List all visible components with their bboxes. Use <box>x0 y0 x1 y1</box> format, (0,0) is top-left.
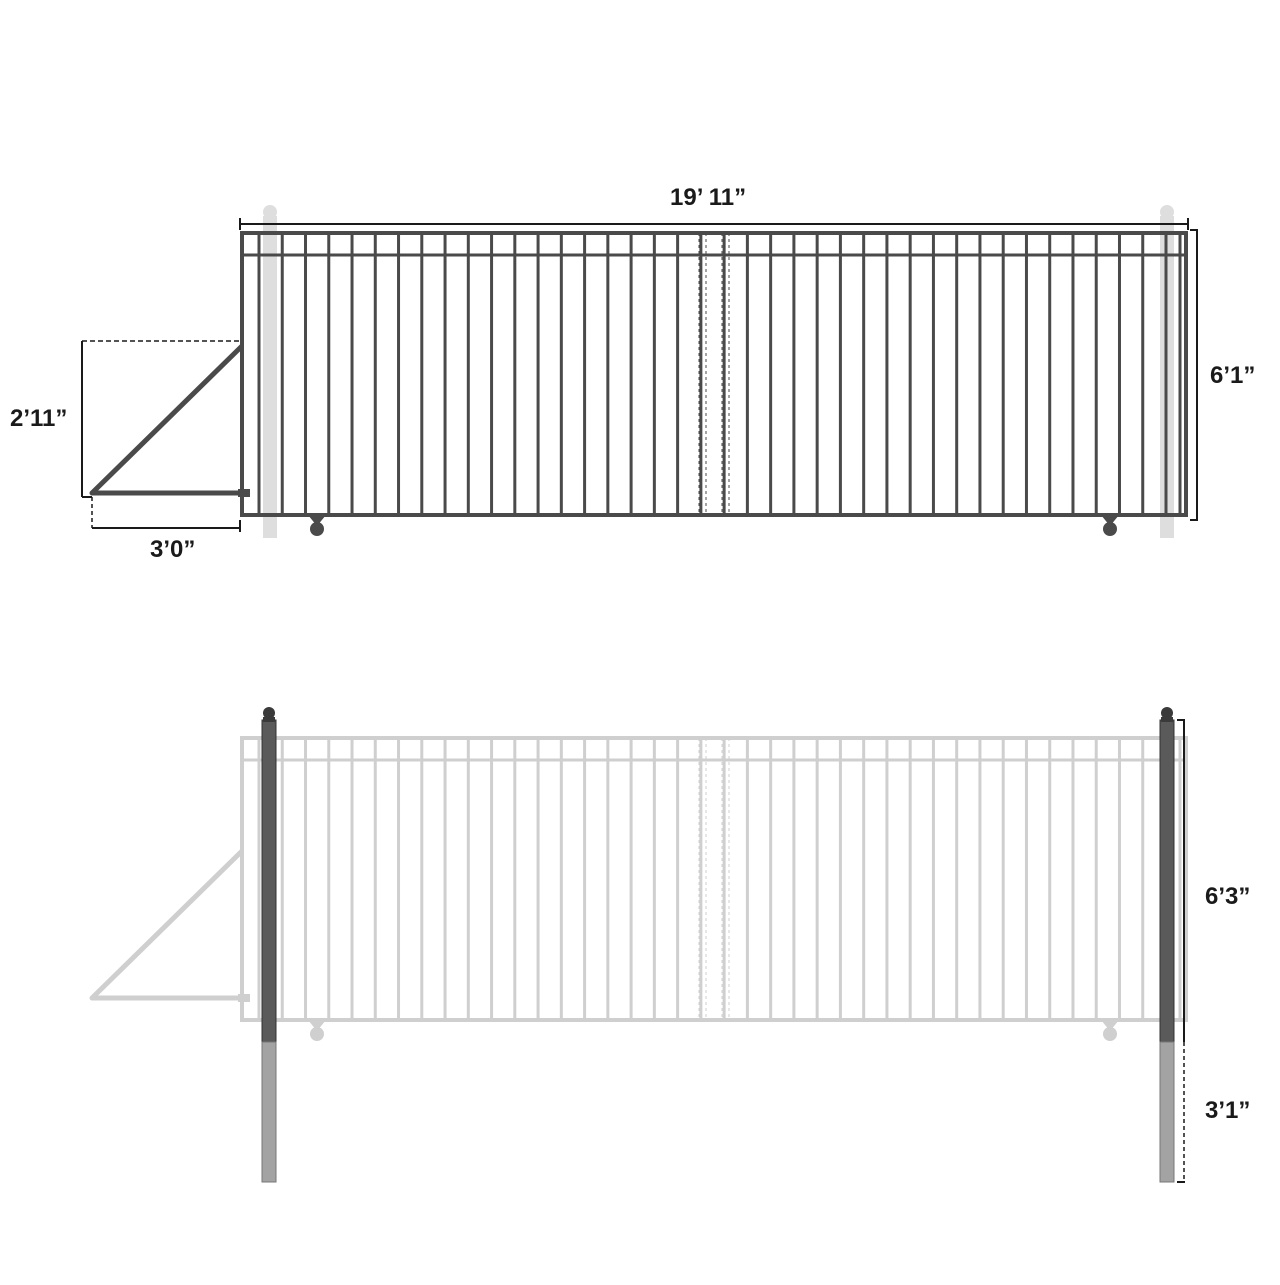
gate-roller-bracket <box>1101 1020 1119 1031</box>
gate-tail-truss <box>89 344 246 496</box>
gate-roller-bracket <box>308 515 326 526</box>
gate-frame <box>240 231 1188 517</box>
post-height-label: 6’3” <box>1205 883 1251 910</box>
gate-height-label: 6’1” <box>1210 362 1256 389</box>
ghost-post <box>263 216 277 538</box>
ghost-post-cap <box>263 205 277 219</box>
gate-roller-wheel <box>310 1027 324 1041</box>
post-above-ground <box>1159 719 1175 1043</box>
gate-tail-clamp <box>238 489 250 497</box>
bottom-posts <box>261 707 1175 1183</box>
post-below-ground <box>261 1041 277 1183</box>
post-above-ground <box>261 719 277 1043</box>
bottom-gate <box>89 736 1188 1041</box>
post-cap-ball <box>263 707 275 719</box>
gate-roller-wheel <box>310 522 324 536</box>
gate-roller-wheel <box>1103 1027 1117 1041</box>
post-cap-base <box>1161 717 1173 722</box>
gate-width-label: 19’ 11” <box>670 184 747 211</box>
gate-tail-clamp <box>238 994 250 1002</box>
top-gate <box>89 205 1188 538</box>
tail-height-label: 2’11” <box>10 405 68 432</box>
bottom-dimension-lines <box>1177 719 1185 1183</box>
gate-roller-bracket <box>1101 515 1119 526</box>
top-dimension-lines <box>81 218 1198 532</box>
ghost-post-cap <box>1160 205 1174 219</box>
post-below-ground <box>1159 1041 1175 1183</box>
post-burial-label: 3’1” <box>1205 1097 1251 1124</box>
gate-frame <box>240 736 1188 1022</box>
gate-tail-truss <box>89 849 246 1001</box>
gate-roller-wheel <box>1103 522 1117 536</box>
gate-roller-bracket <box>308 1020 326 1031</box>
post-cap-ball <box>1161 707 1173 719</box>
post-cap-base <box>263 717 275 722</box>
tail-length-label: 3’0” <box>150 536 196 563</box>
